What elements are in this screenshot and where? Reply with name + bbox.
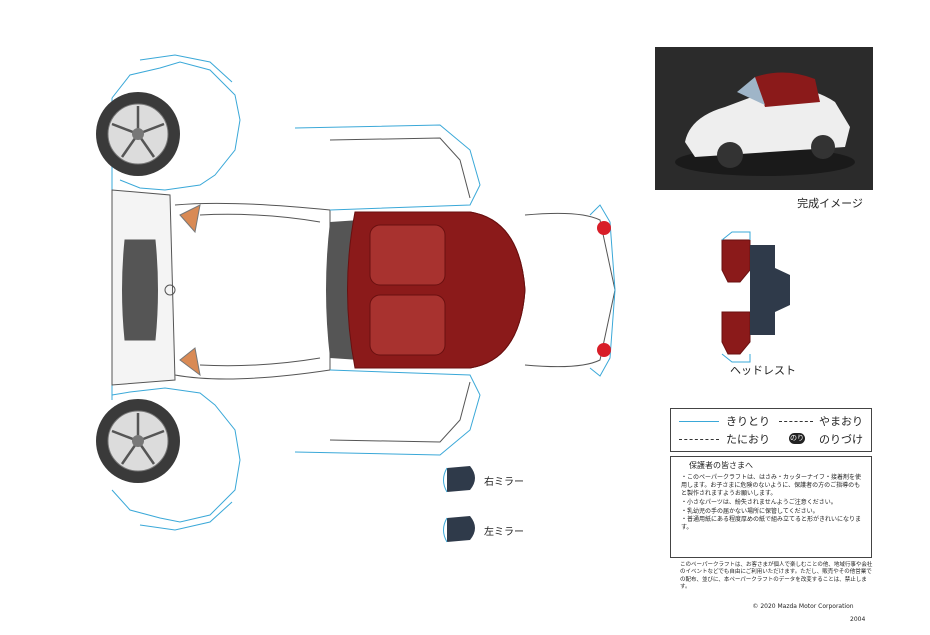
front-nose [111, 189, 176, 386]
headlight-bottom [179, 347, 201, 377]
legend-valley: たにおり [726, 433, 770, 446]
legend-cut: きりとり [726, 415, 770, 428]
photo-caption: 完成イメージ [797, 197, 863, 210]
door-top [294, 124, 481, 211]
tail-light-bottom [597, 343, 611, 357]
usage-note: このペーパークラフトは、お客さまが個人で楽しむことの他、地域行事や会社のイベント… [680, 562, 873, 591]
notice-title: 保護者の皆さまへ [689, 461, 753, 470]
notice-item: ・このペーパークラフトは、はさみ・カッターナイフ・接着剤を使用します。お子さまに… [681, 474, 861, 497]
mirror-right-part [443, 466, 475, 493]
mirror-left-part [443, 516, 475, 543]
legend-mountain: やまおり [819, 415, 863, 428]
rear-deck [524, 204, 616, 377]
tire-top [96, 92, 180, 176]
mountain-line-sample [779, 421, 813, 422]
notice-item: ・普通用紙にある程度厚めの紙で組み立てると形がきれいになります。 [681, 516, 862, 532]
glue-badge: のり [789, 433, 805, 444]
cut-line-sample [679, 421, 719, 422]
valley-line-sample [679, 439, 719, 440]
headrest-label: ヘッドレスト [730, 364, 796, 377]
sheet-code: 2004 [850, 616, 866, 623]
car-body [174, 202, 331, 380]
mirror-right-label: 右ミラー [484, 477, 524, 488]
fold-legend: きりとり やまおり たにおり のり のりづけ [670, 408, 872, 452]
legend-glue: のりづけ [819, 433, 863, 446]
headrest-parts [721, 231, 790, 363]
tail-light-top [597, 221, 611, 235]
roof-cabin [347, 211, 526, 369]
tire-bottom [96, 399, 180, 483]
notice-item: ・乳幼児の手の届かない場所に保管してください。 [681, 507, 819, 515]
finished-model-photo [655, 47, 873, 190]
copyright: © 2020 Mazda Motor Corporation [752, 603, 854, 610]
mirror-left-label: 左ミラー [484, 527, 524, 538]
door-bottom [294, 369, 481, 456]
front-fender-bottom [111, 387, 241, 531]
notice-item: ・小さなパーツは、紛失されませんようご注意ください。 [681, 498, 837, 506]
guardian-notice: 保護者の皆さまへ ・このペーパークラフトは、はさみ・カッターナイフ・接着剤を使用… [670, 456, 872, 558]
car-photo-illustration [655, 47, 873, 190]
headlight-top [179, 204, 201, 234]
